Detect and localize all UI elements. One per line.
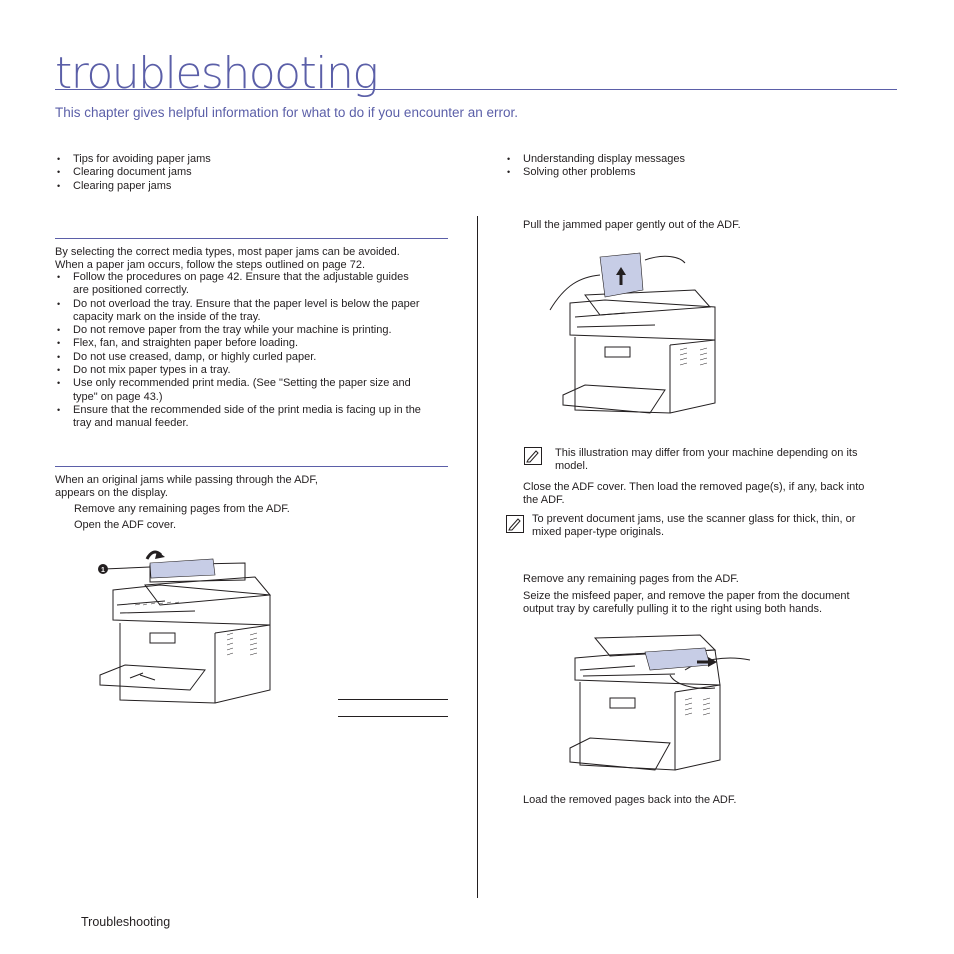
list-item: Do not mix paper types in a tray. — [55, 364, 455, 378]
tips-list: Follow the procedures on page 42. Ensure… — [55, 271, 455, 431]
step-text: Remove any remaining pages from the ADF. — [523, 573, 739, 585]
chapter-intro: This chapter gives helpful information f… — [55, 105, 519, 120]
toc-item[interactable]: Tips for avoiding paper jams — [55, 153, 211, 167]
toc-item[interactable]: Understanding display messages — [505, 153, 685, 167]
list-item: Do not overload the tray. Ensure that th… — [55, 298, 455, 325]
step-text: Remove any remaining pages from the ADF. — [74, 503, 290, 515]
printer-illustration-pull-paper — [545, 245, 745, 423]
title-rule — [55, 89, 897, 90]
section-rule — [55, 466, 448, 467]
note-icon — [524, 447, 542, 465]
step-text: Load the removed pages back into the ADF… — [523, 794, 737, 806]
printer-illustration-output-tray — [565, 630, 760, 780]
tips-intro: By selecting the correct media types, mo… — [55, 246, 400, 272]
printer-illustration-open-adf: 1 — [95, 545, 275, 713]
step-text: Open the ADF cover. — [74, 519, 177, 531]
toc-item[interactable]: Solving other problems — [505, 166, 685, 180]
doc-jam-intro: When an original jams while passing thro… — [55, 474, 318, 500]
toc-right: Understanding display messages Solving o… — [505, 153, 685, 180]
note-text: This illustration may differ from your m… — [555, 447, 858, 473]
list-item: Do not remove paper from the tray while … — [55, 324, 455, 338]
callout-number: 1 — [101, 567, 105, 574]
list-item: Ensure that the recommended side of the … — [55, 404, 455, 431]
note-icon — [506, 515, 524, 533]
toc-item[interactable]: Clearing document jams — [55, 166, 211, 180]
divider-line — [338, 716, 448, 717]
column-divider — [477, 216, 478, 898]
divider-line — [338, 699, 448, 700]
step-text: Seize the misfeed paper, and remove the … — [523, 590, 850, 616]
page-title: troubleshooting — [55, 48, 379, 99]
step-text: Pull the jammed paper gently out of the … — [523, 219, 741, 231]
section-rule — [55, 238, 448, 239]
note-text: To prevent document jams, use the scanne… — [532, 513, 856, 539]
toc-left: Tips for avoiding paper jams Clearing do… — [55, 153, 211, 193]
step-text: Close the ADF cover. Then load the remov… — [523, 481, 865, 507]
list-item: Follow the procedures on page 42. Ensure… — [55, 271, 455, 298]
footer-label: Troubleshooting — [81, 915, 171, 929]
toc-item[interactable]: Clearing paper jams — [55, 180, 211, 194]
list-item: Do not use creased, damp, or highly curl… — [55, 351, 455, 365]
list-item: Flex, fan, and straighten paper before l… — [55, 337, 455, 351]
list-item: Use only recommended print media. (See "… — [55, 377, 455, 404]
